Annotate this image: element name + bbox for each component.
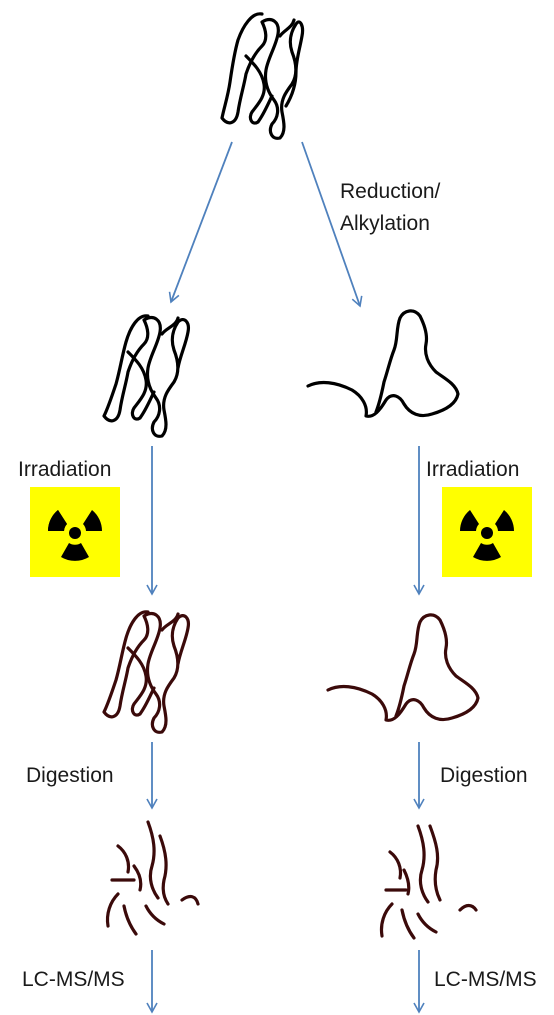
irradiation-label-right: Irradiation	[426, 454, 519, 486]
radiation-warning-icon	[30, 487, 120, 577]
oxidized-unfolded-protein-right	[328, 615, 478, 720]
lcms-label-left: LC-MS/MS	[22, 964, 125, 996]
oxidized-folded-protein-left	[104, 612, 188, 733]
reduction-label: Reduction/	[340, 176, 440, 208]
digestion-label-left: Digestion	[26, 760, 114, 792]
unfolded-protein-right	[308, 311, 458, 416]
folded-protein-left	[104, 316, 188, 437]
peptide-fragments-left	[107, 822, 198, 934]
digestion-label-right: Digestion	[440, 760, 528, 792]
folded-protein-top	[222, 14, 303, 139]
arrow-to-native	[171, 142, 232, 302]
alkylation-label: Alkylation	[340, 208, 430, 240]
radiation-warning-icon	[442, 487, 532, 577]
peptide-fragments-right	[381, 826, 476, 938]
lcms-label-right: LC-MS/MS	[434, 964, 537, 996]
irradiation-label-left: Irradiation	[18, 454, 111, 486]
